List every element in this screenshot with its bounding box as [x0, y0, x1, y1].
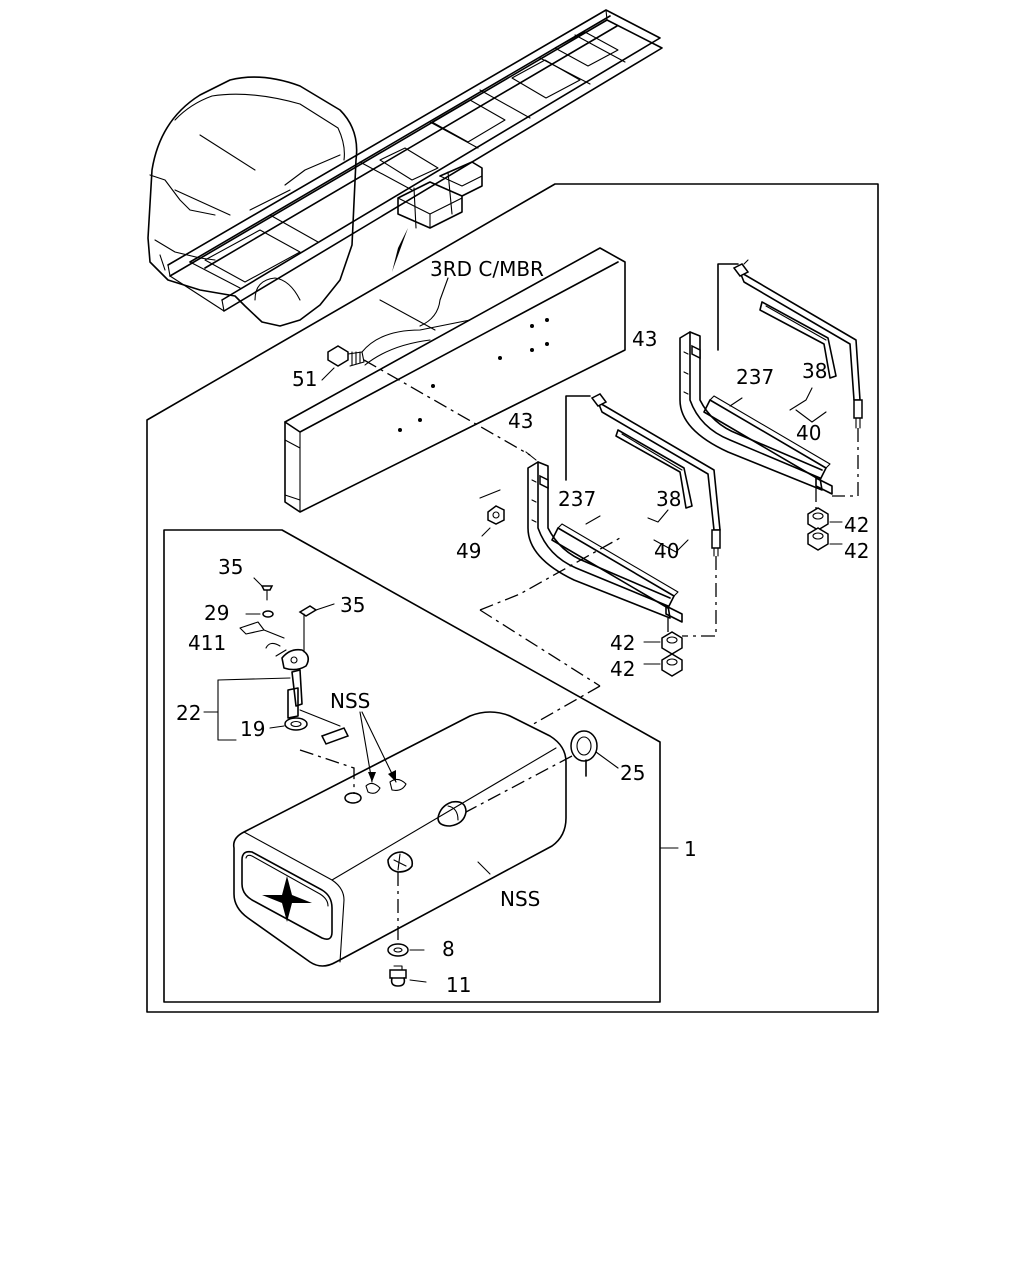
callout-38-upper: 38	[802, 359, 827, 383]
callout-38-lower: 38	[656, 487, 681, 511]
nss-label-upper: NSS	[330, 689, 370, 713]
callout-43-lower: 43	[508, 409, 533, 433]
nss-label-tank: NSS	[500, 887, 540, 911]
callout-35-long: 35	[340, 593, 365, 617]
frame-label: 3RD C/MBR	[430, 257, 544, 281]
nss-leaders	[359, 711, 491, 875]
callout-42-a: 42	[844, 513, 869, 537]
third-cross-member	[284, 247, 626, 513]
callout-40-upper: 40	[796, 421, 821, 445]
callout-8: 8	[442, 937, 455, 961]
fuel-tank	[232, 711, 567, 967]
callout-411: 411	[188, 631, 226, 655]
callout-11: 11	[446, 973, 471, 997]
callout-22: 22	[176, 701, 201, 725]
callout-43-upper: 43	[632, 327, 657, 351]
filler-cap-25	[465, 730, 619, 813]
callout-19: 19	[240, 717, 265, 741]
callout-25: 25	[620, 761, 645, 785]
callout-51: 51	[292, 367, 317, 391]
callout-labels: 3RD C/MBR 51 43 43 237 237 38 38 40 40 4…	[176, 257, 869, 997]
fuel-gauge-unit	[203, 577, 350, 745]
nut-49	[479, 489, 505, 537]
inner-frame-border	[163, 529, 661, 1003]
callout-237-upper: 237	[736, 365, 774, 389]
drain-plug-parts	[387, 943, 427, 987]
callout-29: 29	[204, 601, 229, 625]
callout-42-b: 42	[844, 539, 869, 563]
bracket-assembly-upper	[679, 259, 863, 512]
bracket-assembly-lower	[525, 393, 721, 640]
bolt-51	[321, 345, 365, 381]
callout-1: 1	[684, 837, 697, 861]
callout-42-d: 42	[610, 657, 635, 681]
outer-frame-border	[146, 183, 879, 1013]
callout-35-small: 35	[218, 555, 243, 579]
truck-chassis-overview	[147, 9, 663, 327]
callout-237-lower: 237	[558, 487, 596, 511]
callout-42-c: 42	[610, 631, 635, 655]
callout-40-lower: 40	[654, 539, 679, 563]
callout-49: 49	[456, 539, 481, 563]
nuts-42	[643, 507, 843, 677]
